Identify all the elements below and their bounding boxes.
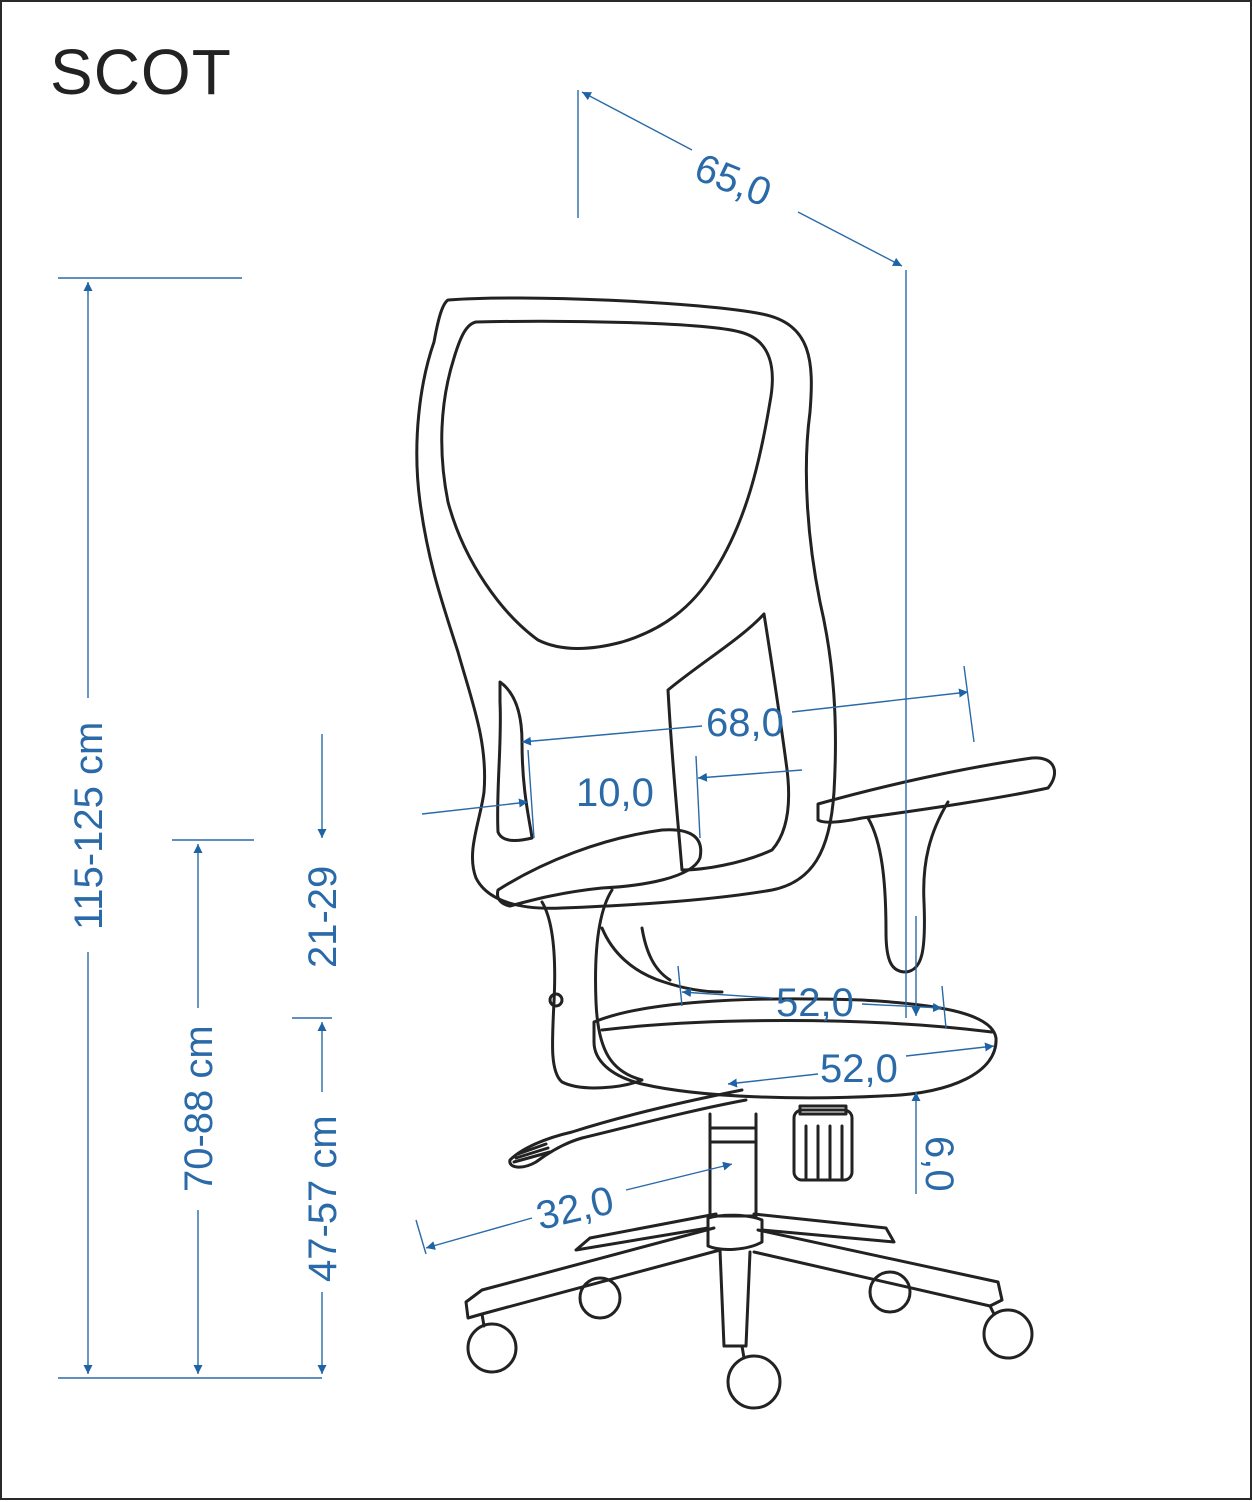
base-hub (706, 1213, 764, 1251)
caster-right-front (982, 1308, 1034, 1360)
armrest-left-support (540, 888, 644, 1090)
armrest-right-pad (816, 756, 1057, 824)
caster-right-back (868, 1270, 912, 1314)
armrest-left-pad (496, 828, 703, 908)
label-backrest-height: 21-29 (301, 866, 345, 968)
base-leg-left-front (464, 1226, 722, 1320)
base-leg-left-back (574, 1212, 718, 1252)
seat-mechanism (600, 926, 724, 994)
backrest-outer (415, 296, 837, 910)
caster-front (726, 1354, 782, 1410)
caster-forks (480, 1304, 996, 1360)
base-leg-front (718, 1248, 752, 1348)
knob-neck (798, 1104, 848, 1116)
caster-left-back (578, 1276, 622, 1320)
base-leg-right-back (752, 1212, 896, 1244)
label-seat-height: 47-57 cm (301, 1115, 345, 1282)
label-seat-depth: 52,0 (820, 1047, 898, 1091)
tilt-lever (508, 1088, 748, 1169)
armrest-right-support (866, 800, 950, 974)
gas-lift (708, 1112, 758, 1218)
dimension-labels: 115-125 cm 70-88 cm 21-29 47-57 cm 65,0 … (67, 146, 961, 1282)
caster-left-front (466, 1322, 518, 1374)
base-leg-right-front (752, 1228, 1004, 1308)
tension-knob (792, 1108, 854, 1182)
label-armrest-height: 70-88 cm (177, 1025, 221, 1192)
product-title: SCOT (50, 36, 232, 108)
lumbar-left (496, 680, 534, 842)
label-depth: 65,0 (689, 146, 778, 216)
label-armrest-gap: 32,0 (532, 1178, 618, 1238)
label-seat-thickness: 6,0 (917, 1136, 961, 1192)
seat-cushion (592, 997, 998, 1100)
label-backrest-side: 10,0 (576, 771, 654, 815)
label-width: 68,0 (706, 701, 784, 745)
backrest-mesh-opening (440, 319, 774, 650)
dimension-lines (58, 90, 995, 1379)
tilt-lever-grip (512, 1142, 552, 1164)
seat-front-edge (600, 1019, 994, 1034)
label-seat-width: 52,0 (776, 981, 854, 1025)
armrest-knob (548, 992, 564, 1008)
tension-knob-ribs (804, 1124, 844, 1180)
label-total-height: 115-125 cm (67, 722, 111, 930)
chair-illustration (415, 296, 1057, 1410)
